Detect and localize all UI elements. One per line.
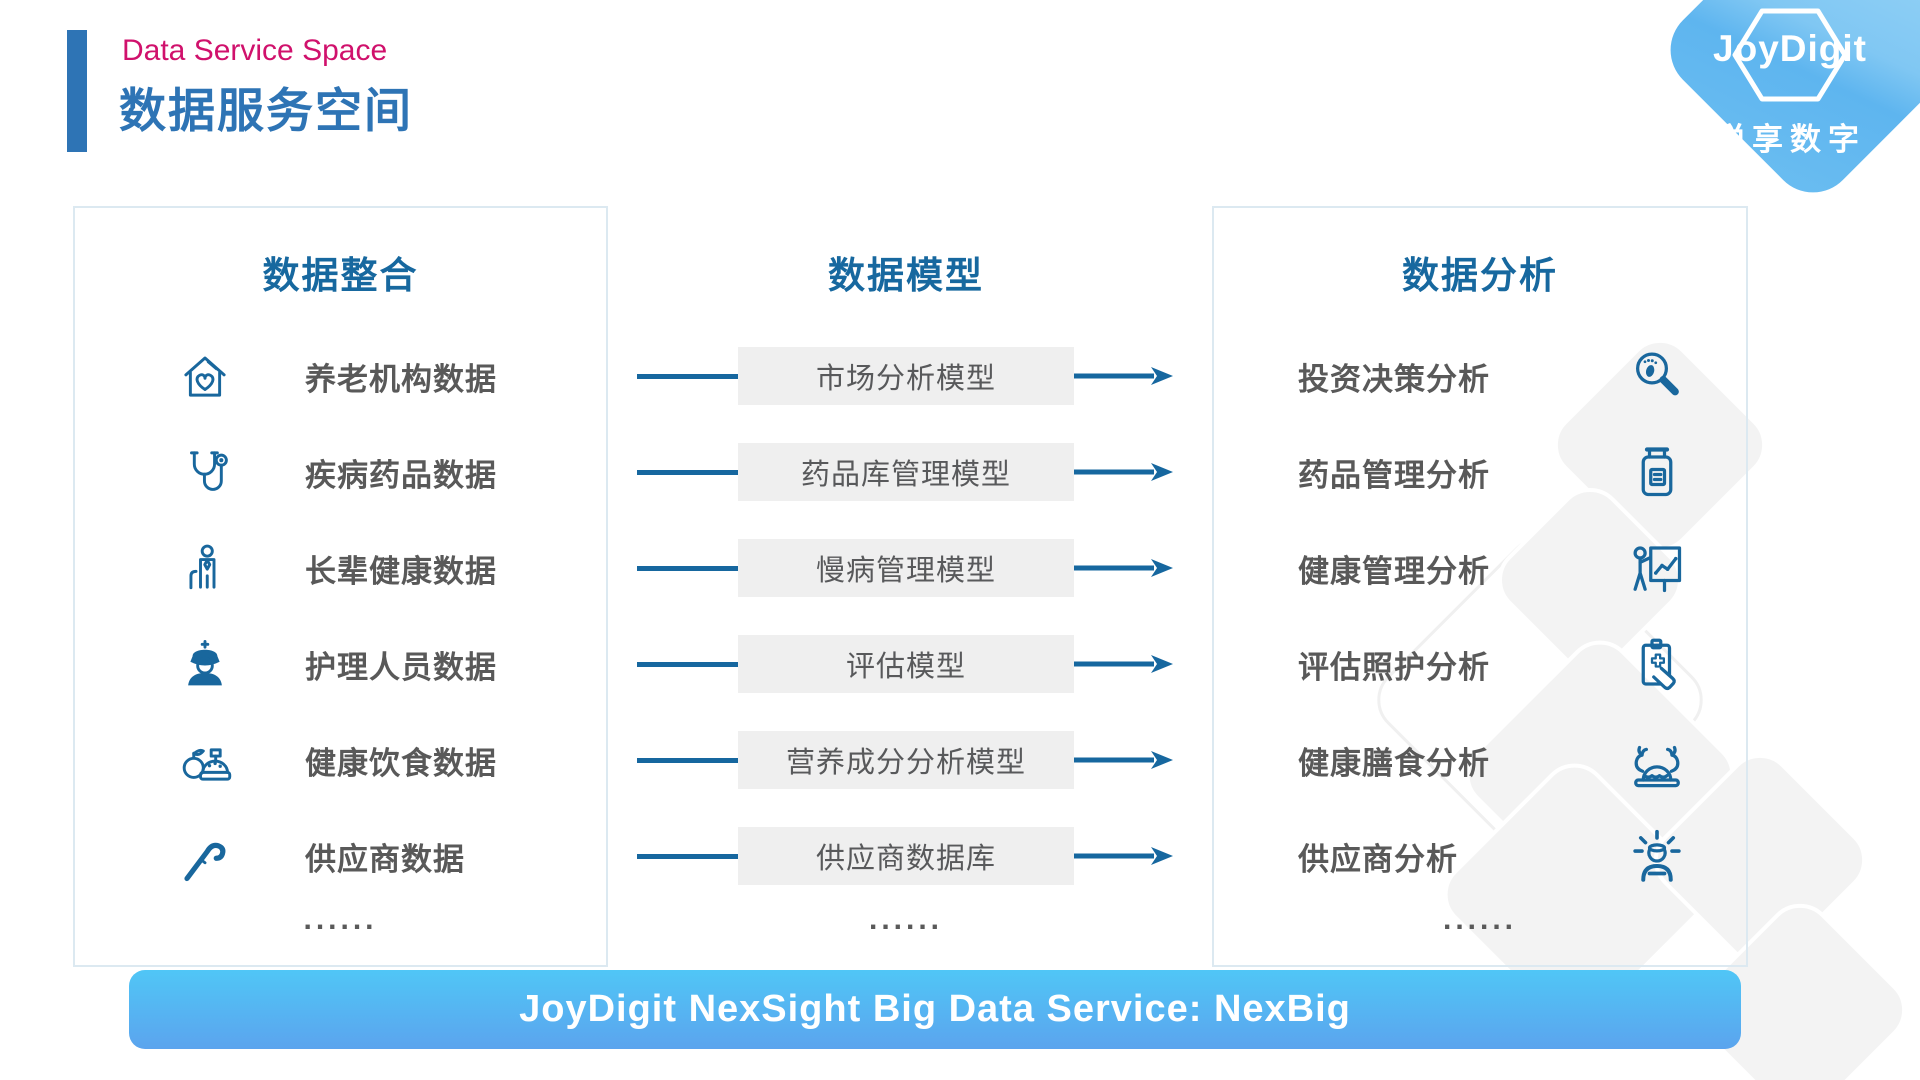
logo-hexagon-icon [1732,8,1848,102]
list-item: 疾病药品数据 [73,424,608,520]
model-box: 营养成分分析模型 [738,731,1074,789]
analysis-item-label: 药品管理分析 [1298,457,1490,493]
analysis-item-label: 健康管理分析 [1298,553,1490,589]
list-item: 健康饮食数据 [73,712,608,808]
list-item: 供应商数据库 [637,808,1182,904]
connector-line [637,757,738,763]
list-item: 长辈健康数据 [73,520,608,616]
column-header-integration: 数据整合 [262,255,419,296]
list-item: 健康管理分析 [1212,520,1748,616]
house-heart-icon [177,348,233,404]
model-box: 慢病管理模型 [738,539,1074,597]
model-label: 慢病管理模型 [815,555,996,587]
connector-line [637,853,738,859]
integration-item-label: 健康饮食数据 [305,745,497,781]
supplier-person-icon [1626,825,1688,887]
integration-item-label: 疾病药品数据 [305,457,497,493]
analysis-item-label: 供应商分析 [1298,841,1458,877]
connector-line [637,565,738,571]
integration-item-label: 供应商数据 [305,841,465,877]
magnifier-footprint-icon [1626,345,1688,407]
seafood-platter-icon [1626,729,1688,791]
integration-item-label: 护理人员数据 [305,649,497,685]
nurse-icon [177,636,233,692]
banner-text: JoyDigit NexSight Big Data Service: NexB… [519,988,1351,1030]
list-item: 评估照护分析 [1212,616,1748,712]
model-label: 营养成分分析模型 [785,747,1026,779]
cane-icon [177,828,233,884]
analysis-item-label: 评估照护分析 [1298,649,1490,685]
page-subtitle: Data Service Space [122,34,388,67]
list-item: 市场分析模型 [637,328,1182,424]
healthy-food-icon [177,732,233,788]
column-header-models: 数据模型 [828,255,984,296]
connector-line [637,373,738,379]
model-label: 市场分析模型 [815,363,996,395]
integration-ellipsis: ...... [303,903,378,936]
page-title: 数据服务空间 [119,84,413,137]
arrow-right-icon [1074,559,1173,577]
integration-panel [73,206,608,967]
list-item: 药品库管理模型 [637,424,1182,520]
bottom-banner: JoyDigit NexSight Big Data Service: NexB… [129,970,1741,1049]
list-item: 供应商数据 [73,808,608,904]
connector-line [637,469,738,475]
health-chart-presenter-icon [1626,537,1688,599]
model-label: 供应商数据库 [815,843,996,875]
list-item: 营养成分分析模型 [637,712,1182,808]
logo-brand-cn: 悦享数字 [1714,122,1866,157]
model-box: 市场分析模型 [738,347,1074,405]
analysis-rows: 投资决策分析 药品管理分析 [1212,328,1748,904]
elderly-person-icon [177,540,233,596]
list-item: 养老机构数据 [73,328,608,424]
care-clipboard-icon [1626,633,1688,695]
model-box: 供应商数据库 [738,827,1074,885]
analysis-panel [1212,206,1748,967]
integration-rows: 养老机构数据 疾病药品数据 长辈 [73,328,608,904]
list-item: 评估模型 [637,616,1182,712]
list-item: 投资决策分析 [1212,328,1748,424]
arrow-right-icon [1074,847,1173,865]
logo-brand-text: JoyDigit [1713,28,1867,69]
list-item: 药品管理分析 [1212,424,1748,520]
model-label: 评估模型 [845,651,966,683]
models-ellipsis: ...... [868,903,943,936]
title-accent-bar [67,30,87,152]
models-rows: 市场分析模型 药品库管理模型 慢病管理模型 [637,328,1182,904]
analysis-item-label: 健康膳食分析 [1298,745,1490,781]
arrow-right-icon [1074,655,1173,673]
integration-item-label: 长辈健康数据 [305,553,497,589]
arrow-right-icon [1074,463,1173,481]
model-label: 药品库管理模型 [800,459,1011,491]
list-item: 护理人员数据 [73,616,608,712]
integration-item-label: 养老机构数据 [305,361,497,397]
analysis-ellipsis: ...... [1442,903,1517,936]
analysis-item-label: 投资决策分析 [1298,361,1490,397]
connector-line [637,661,738,667]
medicine-bottle-icon [1626,441,1688,503]
column-header-analysis: 数据分析 [1402,255,1558,296]
arrow-right-icon [1074,367,1173,385]
stethoscope-icon [177,444,233,500]
list-item: 慢病管理模型 [637,520,1182,616]
list-item: 健康膳食分析 [1212,712,1748,808]
model-box: 评估模型 [738,635,1074,693]
model-box: 药品库管理模型 [738,443,1074,501]
arrow-right-icon [1074,751,1173,769]
list-item: 供应商分析 [1212,808,1748,904]
